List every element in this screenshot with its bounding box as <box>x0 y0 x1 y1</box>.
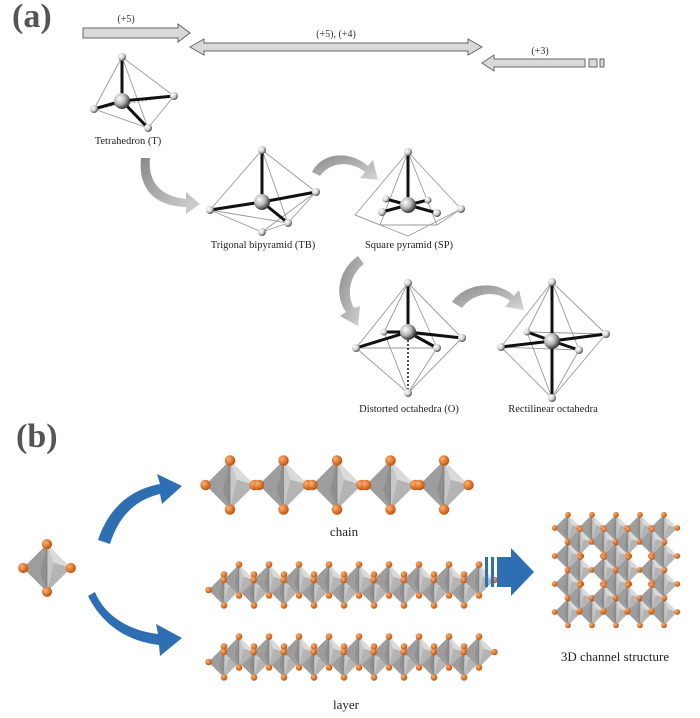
panel-b-label: (b) <box>16 418 58 455</box>
caption-3d-channel-structure: 3D channel structure <box>560 649 670 664</box>
caption-layer: layer <box>333 697 359 712</box>
chain-octahedron <box>253 455 314 515</box>
distorted-octahedron-model <box>352 279 466 397</box>
chain-octahedron <box>414 455 474 515</box>
chain-octahedron <box>360 455 421 515</box>
layer-structure-lower <box>205 633 498 681</box>
oxidation-label-plus5-plus4: (+5), (+4) <box>316 29 356 40</box>
big-arrow-to-3d <box>485 548 534 596</box>
caption-rectilinear-octahedra: Rectilinear octahedra <box>508 404 598 415</box>
caption-tetrahedron: Tetrahedron (T) <box>94 136 162 147</box>
oxidation-label-plus5: (+5) <box>117 14 135 25</box>
layer-structure-upper <box>205 561 498 609</box>
curved-arrow-tb-to-sp <box>312 155 378 180</box>
channel-structure-3d <box>551 511 681 629</box>
caption-chain: chain <box>329 524 359 539</box>
square-pyramid-model <box>354 148 465 237</box>
caption-square-pyramid: Square pyramid (SP) <box>364 240 454 251</box>
chain-octahedron <box>200 455 260 515</box>
trigonal-bipyramid-model <box>206 146 320 236</box>
rectilinear-octahedron-model <box>497 278 610 402</box>
curved-arrow-t-to-tb <box>140 158 200 214</box>
caption-trigonal-bipyramid: Trigonal bipyramid (TB) <box>210 240 316 251</box>
panel-a-label: (a) <box>12 0 52 35</box>
oxidation-label-plus3: (+3) <box>531 46 549 57</box>
chain-octahedron <box>307 455 367 515</box>
oxidation-arrow-plus5 <box>82 23 191 43</box>
caption-distorted-octahedra: Distorted octahedra (O) <box>359 404 459 415</box>
oxidation-arrow-plus5-plus4 <box>188 38 484 56</box>
blue-arrow-to-layer <box>88 592 182 656</box>
oxidation-arrow-plus3 <box>481 54 605 72</box>
single-octahedron-model <box>18 539 76 597</box>
chain-structure <box>200 455 474 515</box>
tetrahedron-model <box>90 53 178 132</box>
blue-arrow-to-chain <box>98 474 182 544</box>
curved-arrow-sp-to-o <box>339 256 364 326</box>
curved-arrow-o-to-ro <box>452 285 524 310</box>
